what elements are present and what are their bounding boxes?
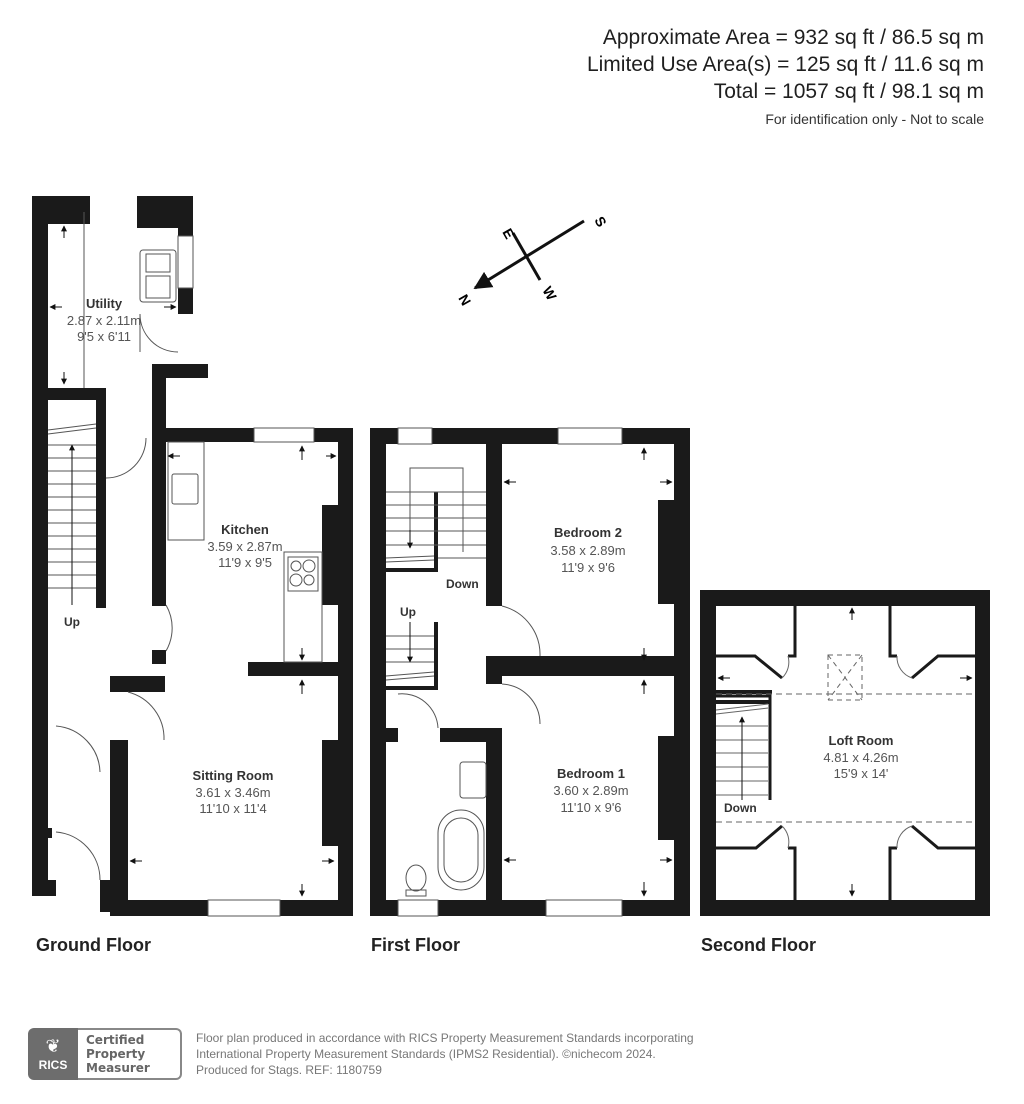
- room-name-sitting-room: Sitting Room: [193, 768, 274, 783]
- floor-label-ground: Ground Floor: [36, 935, 151, 955]
- second-floor-dimension-arrows: [717, 607, 973, 897]
- footer-disclaimer: Floor plan produced in accordance with R…: [196, 1030, 694, 1078]
- room-imperial-bedroom-1: 11'10 x 9'6: [560, 800, 621, 815]
- room-metric-utility: 2.87 x 2.11m: [67, 313, 141, 328]
- room-name-bedroom-2: Bedroom 2: [554, 525, 622, 540]
- room-metric-bedroom-2: 3.58 x 2.89m: [550, 543, 625, 558]
- room-name-utility: Utility: [86, 296, 123, 311]
- room-name-loft-room: Loft Room: [829, 733, 894, 748]
- ground-floor-dimension-arrows: [49, 225, 337, 897]
- certified-property-measurer: Certified Property Measurer: [78, 1028, 182, 1080]
- stairs-label-down-second: Down: [724, 801, 757, 815]
- first-floor-stairs-up: [385, 622, 435, 681]
- stairs-label-up-ground: Up: [64, 615, 80, 629]
- rics-org: RICS: [38, 1057, 68, 1072]
- room-imperial-loft-room: 15'9 x 14': [834, 766, 889, 781]
- compass-west: W: [539, 284, 560, 304]
- second-floor-fixtures: [716, 606, 975, 900]
- room-metric-kitchen: 3.59 x 2.87m: [207, 539, 282, 554]
- footer-line-1: Floor plan produced in accordance with R…: [196, 1031, 694, 1045]
- badge-line-3: Measurer: [86, 1061, 150, 1075]
- second-floor-thin-lines: [715, 654, 975, 849]
- total-area: Total = 1057 sq ft / 98.1 sq m: [713, 80, 984, 103]
- room-name-kitchen: Kitchen: [221, 522, 269, 537]
- ground-floor-plan: [32, 196, 353, 917]
- approximate-area: Approximate Area = 932 sq ft / 86.5 sq m: [602, 26, 984, 49]
- footer-line-2: International Property Measurement Stand…: [196, 1047, 656, 1061]
- footer-line-3: Produced for Stags. REF: 1180759: [196, 1063, 382, 1077]
- limited-use-area: Limited Use Area(s) = 125 sq ft / 11.6 s…: [586, 53, 984, 76]
- compass-north: N: [455, 292, 474, 309]
- compass-south: S: [591, 214, 610, 230]
- badge-line-2: Property: [86, 1047, 146, 1061]
- compass-icon: S E W N: [455, 214, 610, 309]
- first-floor-dimension-arrows: [503, 447, 673, 897]
- rics-logo: ❦ RICS: [28, 1028, 78, 1080]
- floor-label-first: First Floor: [371, 935, 460, 955]
- footer: ❦ RICS Certified Property Measurer Floor…: [28, 1028, 694, 1080]
- room-imperial-utility: 9'5 x 6'11: [77, 329, 131, 344]
- room-imperial-kitchen: 11'9 x 9'5: [218, 555, 272, 570]
- room-name-bedroom-1: Bedroom 1: [557, 766, 625, 781]
- ground-floor-fixtures: [47, 212, 323, 881]
- room-imperial-sitting-room: 11'10 x 11'4: [199, 801, 266, 816]
- room-metric-bedroom-1: 3.60 x 2.89m: [553, 783, 628, 798]
- rics-lion-icon: ❦: [45, 1035, 61, 1056]
- area-summary: Approximate Area = 932 sq ft / 86.5 sq m…: [587, 24, 984, 127]
- room-metric-loft-room: 4.81 x 4.26m: [823, 750, 898, 765]
- first-floor-stairs-down: [385, 467, 486, 563]
- rics-badge: ❦ RICS Certified Property Measurer: [28, 1028, 182, 1080]
- scale-disclaimer: For identification only - Not to scale: [765, 111, 984, 127]
- skylight-icon: [827, 654, 863, 701]
- second-floor-plan: [700, 590, 990, 916]
- stairs-label-up-first: Up: [400, 605, 416, 619]
- badge-line-1: Certified: [86, 1033, 145, 1047]
- ground-stairs: [47, 423, 97, 605]
- first-floor-fixtures: [385, 467, 541, 897]
- second-floor-stairs: [715, 703, 769, 800]
- room-metric-sitting-room: 3.61 x 3.46m: [195, 785, 270, 800]
- floor-label-second: Second Floor: [701, 935, 817, 955]
- room-imperial-bedroom-2: 11'9 x 9'6: [561, 560, 615, 575]
- first-floor-plan: [370, 427, 690, 917]
- stairs-label-down-first: Down: [446, 577, 479, 591]
